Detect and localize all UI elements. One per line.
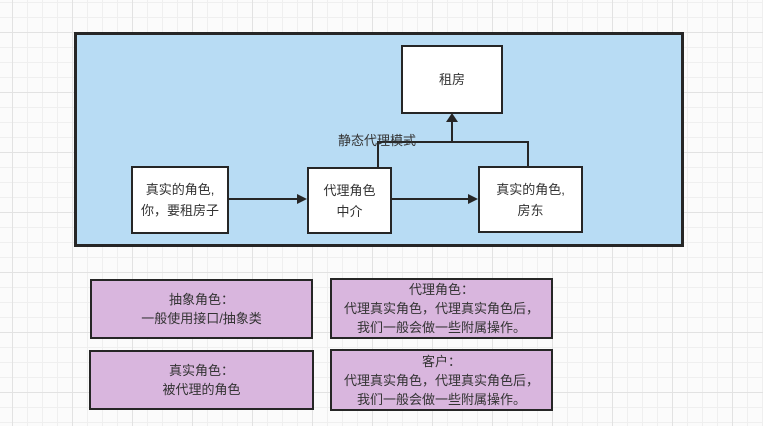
note-title: 抽象角色： xyxy=(168,292,234,307)
note-proxy-role[interactable]: 代理角色： 代理真实角色，代理真实角色后， 我们一般会做一些附属操作。 xyxy=(330,278,553,339)
arrowhead-up-icon xyxy=(446,113,458,122)
node-label-line: 真实的角色, xyxy=(496,181,565,197)
node-label-line: 中介 xyxy=(336,203,363,219)
connector-to-rent-line xyxy=(451,120,453,143)
note-text-line: 一般使用接口/抽象类 xyxy=(141,311,262,326)
node-label-line: 你，要租房子 xyxy=(140,203,219,218)
note-text-line: 被代理的角色 xyxy=(162,382,241,397)
connector-proxy-to-landlord xyxy=(392,198,468,200)
connector-landlord-stub xyxy=(527,141,529,166)
static-proxy-pattern-label: 静态代理模式 xyxy=(338,133,417,148)
node-real-role-landlord[interactable]: 真实的角色, 房东 xyxy=(478,166,583,233)
note-title: 代理角色： xyxy=(408,282,474,297)
note-title: 客户： xyxy=(421,353,461,369)
node-label-line: 真实的角色, xyxy=(145,182,215,197)
node-rent-house[interactable]: 租房 xyxy=(401,45,503,114)
node-real-role-client[interactable]: 真实的角色, 你，要租房子 xyxy=(131,166,229,234)
note-text-line: 我们一般会做一些附属操作。 xyxy=(356,391,526,407)
note-customer[interactable]: 客户： 代理真实角色，代理真实角色后， 我们一般会做一些附属操作。 xyxy=(330,349,553,411)
connector-horizontal-line xyxy=(377,141,529,143)
note-title: 真实角色： xyxy=(168,363,234,378)
node-label-line: 代理角色 xyxy=(323,182,376,198)
connector-proxy-stub xyxy=(377,141,379,167)
note-text-line: 代理真实角色，代理真实角色后， xyxy=(343,301,539,316)
note-text-line: 我们一般会做一些附属操作。 xyxy=(356,320,526,335)
node-proxy-role[interactable]: 代理角色 中介 xyxy=(307,167,392,234)
node-label: 租房 xyxy=(438,72,465,87)
arrowhead-right-icon xyxy=(468,194,478,204)
node-label-line: 房东 xyxy=(517,202,544,218)
note-text-line: 代理真实角色，代理真实角色后， xyxy=(343,372,539,388)
note-real-role[interactable]: 真实角色： 被代理的角色 xyxy=(89,350,314,410)
note-abstract-role[interactable]: 抽象角色： 一般使用接口/抽象类 xyxy=(90,279,313,339)
connector-client-to-proxy xyxy=(229,198,299,200)
arrowhead-right-icon xyxy=(297,194,307,204)
